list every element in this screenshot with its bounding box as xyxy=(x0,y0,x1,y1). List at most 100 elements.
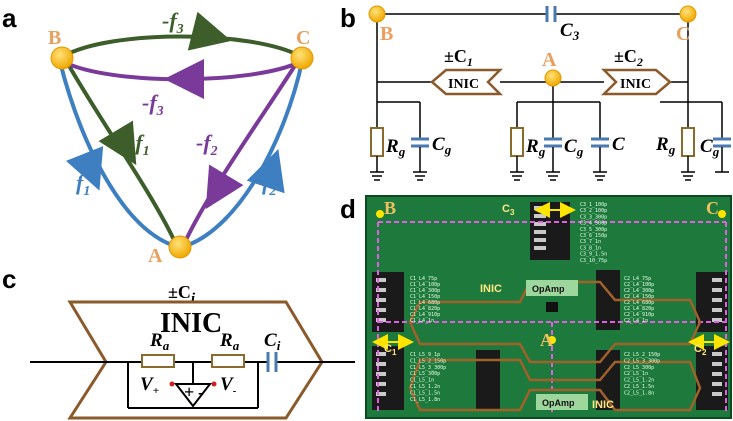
resistor-ra-left xyxy=(141,354,175,368)
panel-c-letter: c xyxy=(2,264,16,294)
silk-label: C2_L5_3_300p xyxy=(624,358,660,364)
cg-mid-label: Cg xyxy=(564,136,584,159)
silk-c2-bottom-list: C2_L5_2_150pC2_L5_3_300pC2_L5_300pC2_L5_… xyxy=(624,352,660,396)
inic-left xyxy=(430,68,504,96)
node-a-circuit xyxy=(544,69,562,87)
inic-left-value: ±C1 xyxy=(444,46,473,69)
coupling-mid: -f3 xyxy=(142,90,164,119)
coupling-right-inner: -f2 xyxy=(196,130,218,159)
ra-left-label: Ra xyxy=(149,330,170,353)
panel-d-letter: d xyxy=(340,194,356,224)
c-mid-label: C xyxy=(612,134,625,155)
panel-c: c ±Ci INIC Ci Ra Ra + - V+ V- xyxy=(2,264,355,420)
svg-text:-: - xyxy=(198,382,204,402)
node-c-circuit-label: C xyxy=(676,23,690,45)
pcb-node-a-label: A xyxy=(540,330,553,350)
silk-label: C3_4_500p xyxy=(580,221,607,227)
coupling-right-outer: f2 xyxy=(262,170,276,199)
pcb-inic-bottom-label: INIC xyxy=(592,399,614,411)
c3-label: C3 xyxy=(560,20,580,43)
silk-label: C3_10_75p xyxy=(580,258,607,264)
silk-label: C1_L4_820p xyxy=(410,306,440,312)
silk-c2-top-list: C2_L4_75pC2_L4_100pC2_L4_300pC2_L4_150pC… xyxy=(624,276,654,324)
silk-label: C2_L4_1n xyxy=(624,318,648,324)
panel-a: a B C A -f3 -f3 -f1 f1 -f2 f2 xyxy=(2,3,314,267)
silk-label: C1_L4_680p xyxy=(410,300,440,306)
silk-label: C2_L4_820p xyxy=(624,306,654,312)
resistor-ra-right xyxy=(211,354,245,368)
silk-label: C3_9_1.5n xyxy=(580,252,607,258)
svg-text:+: + xyxy=(184,382,194,402)
ci-label: Ci xyxy=(264,330,281,353)
vminus-label: V- xyxy=(220,374,237,397)
silk-label: C1_L4_910p xyxy=(410,312,440,318)
opamp-top-label: OpAmp xyxy=(532,284,565,294)
opamp-symbol xyxy=(173,383,213,408)
pcb-node-b-label: B xyxy=(384,198,396,218)
silk-label: C2_L4_100p xyxy=(624,282,654,288)
silk-label: C3_5_300p xyxy=(580,227,607,233)
panel-a-letter: a xyxy=(2,3,17,33)
silk-c1-top-list: C1_L4_75pC1_L4_100pC1_L4_300pC1_L4_150pC… xyxy=(410,276,440,324)
silk-label: C1_L5_1.8n xyxy=(410,397,440,403)
pcb-c3-label: C3 xyxy=(502,203,515,217)
node-a xyxy=(168,235,192,259)
rg-right-label: Rg xyxy=(655,134,676,157)
coupling-top: -f3 xyxy=(162,8,184,37)
silk-label: C2_L4_75p xyxy=(624,276,651,282)
pcb-inic-top-label: INIC xyxy=(480,283,502,295)
inic-right-value: ±C2 xyxy=(614,46,643,69)
opamp-bottom-label: OpAmp xyxy=(542,398,575,408)
edge-ba-green xyxy=(66,63,176,241)
node-a-circuit-label: A xyxy=(542,49,557,71)
silk-c3-list: C3_1_100pC3_2_100pC3_3_300pC3_4_500pC3_5… xyxy=(580,202,607,264)
silk-label: C1_L5_1n xyxy=(410,378,434,384)
arrow-f1 xyxy=(66,146,104,191)
silk-label: C3_6_150p xyxy=(580,233,607,239)
node-c xyxy=(290,46,314,70)
silk-label: C2_L5_1.8n xyxy=(624,390,654,396)
panel-b-letter: b xyxy=(340,3,356,33)
cg-left-label: Cg xyxy=(432,134,452,157)
inic-c-value: ±Ci xyxy=(168,282,196,307)
silk-label: C3_3_300p xyxy=(580,214,607,220)
arrow-f1-green xyxy=(98,120,137,166)
pcb-node-a-dot xyxy=(548,336,556,344)
silk-label: C2_L4_680p xyxy=(624,300,654,306)
silk-label: C2_L4_910p xyxy=(624,312,654,318)
edge-bc-green xyxy=(63,34,301,58)
coupling-left-outer: f1 xyxy=(76,170,90,199)
rg-mid-label: Rg xyxy=(525,136,546,159)
node-b-label: B xyxy=(48,27,61,49)
silk-label: C1_L4_150p xyxy=(410,294,440,300)
shunt-middle: Rg Cg C xyxy=(510,102,625,181)
arrow-top-green xyxy=(187,11,232,51)
arrow-f2-purple xyxy=(205,164,244,210)
silk-label: C1_L5_3_300p xyxy=(410,365,446,371)
silk-label: C1_L5_9_1p xyxy=(410,352,440,358)
silk-label: C1_L4_1n xyxy=(410,318,434,324)
panel-b: b C3 INIC ±C1 INIC ±C2 xyxy=(340,3,731,181)
node-b xyxy=(50,46,74,70)
silk-label: C2_L4_300p xyxy=(624,288,654,294)
inic-right-label: INIC xyxy=(620,77,651,92)
node-b-circuit xyxy=(368,5,386,23)
shunt-left: Rg Cg xyxy=(370,102,452,181)
silk-label: C1_L4_75p xyxy=(410,276,437,282)
silk-label: C2_L4_150p xyxy=(624,294,654,300)
pcb-c2-label: C2 xyxy=(694,343,707,357)
silk-label: C2_L5_1.5n xyxy=(624,384,654,390)
rg-left-label: Rg xyxy=(385,136,406,159)
silk-label: C3_2_100p xyxy=(580,208,607,214)
vplus-label: V+ xyxy=(140,374,159,397)
edge-ac-purple xyxy=(184,62,298,241)
shunt-right: Rg Cg xyxy=(655,101,731,181)
silk-label: C1_L5_300p xyxy=(410,371,440,377)
node-c-circuit xyxy=(679,5,697,23)
opamp-chip xyxy=(546,302,558,312)
edge-ab-outer xyxy=(58,61,173,247)
silk-label: C1_L5_1.2n xyxy=(410,384,440,390)
inic-right xyxy=(600,68,672,96)
silk-label: C2_L5_1n xyxy=(624,371,648,377)
pcb-node-c-dot xyxy=(718,210,726,218)
